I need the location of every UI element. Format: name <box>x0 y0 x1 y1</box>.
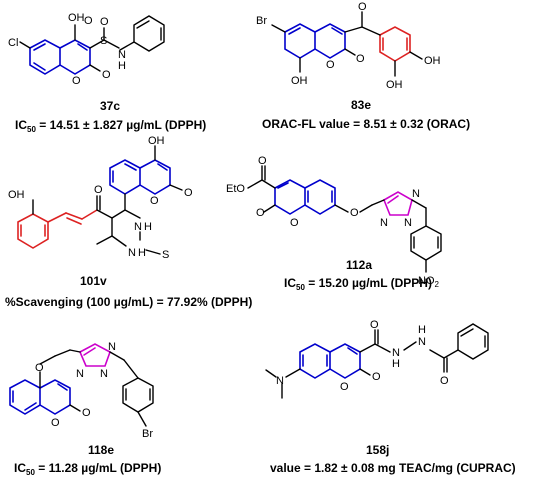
coumarin-core-101v <box>109 159 171 195</box>
compound-id-101v: 101v <box>80 274 107 288</box>
atom-label: O <box>84 15 93 27</box>
atom-label: O <box>440 375 449 387</box>
atom-label: H <box>138 247 146 259</box>
atom-label: H <box>118 60 126 72</box>
atom-label: H <box>392 358 400 370</box>
atom-label: N <box>418 336 426 348</box>
atom-label: N <box>100 368 108 380</box>
structure-101v: OH O OH O O N H N H S 101v %Scavenging (… <box>5 135 252 309</box>
atom-label: H <box>144 221 152 233</box>
catechol-ring-83e <box>379 26 411 62</box>
atom-label: S <box>100 35 107 47</box>
atom-label: NO2 <box>418 275 440 289</box>
phenol-ring-101v <box>17 209 98 249</box>
atom-label: OH <box>8 189 25 201</box>
atom-label: O <box>372 371 381 383</box>
atom-label: O <box>94 184 103 196</box>
atom-label: O <box>72 75 81 87</box>
atom-label: O <box>290 217 299 229</box>
compound-id-118e: 118e <box>88 443 114 457</box>
atom-label: O <box>258 155 267 167</box>
atom-label: O <box>150 195 159 207</box>
atom-label: N <box>118 49 126 61</box>
compound-id-83e: 83e <box>351 98 371 112</box>
atom-label: N <box>380 217 388 229</box>
structure-112a: O EtO O O O N N N NO2 112a IC50 = 15.20 … <box>226 155 442 292</box>
atom-label: Cl <box>8 37 18 49</box>
compound-id-158j: 158j <box>366 443 389 457</box>
atom-label: O <box>326 59 335 71</box>
caption-101v: %Scavenging (100 µg/mL) = 77.92% (DPPH) <box>5 295 252 309</box>
atom-label: N <box>412 188 420 200</box>
atom-label: O <box>356 53 365 65</box>
atom-label: OH <box>148 135 165 147</box>
caption-158j: value = 1.82 ± 0.08 mg TEAC/mg (CUPRAC) <box>270 461 516 475</box>
atom-label: O <box>358 1 367 13</box>
atom-label: O <box>82 407 91 419</box>
atom-label: O <box>100 16 109 28</box>
caption-112a: IC50 = 15.20 µg/mL (DPPH) <box>284 276 432 292</box>
atom-label: EtO <box>226 183 245 195</box>
coumarin-core-83e <box>284 23 346 59</box>
atom-label: N <box>276 375 284 387</box>
atom-label: OH <box>291 75 308 87</box>
atom-label: O <box>35 362 44 374</box>
triazole-ring-118e <box>78 343 111 367</box>
atom-label: N <box>134 221 142 233</box>
atom-label: N <box>76 368 84 380</box>
compound-id-112a: 112a <box>346 258 372 272</box>
caption-118e: IC50 = 11.28 µg/mL (DPPH) <box>14 461 161 477</box>
atom-label: Br <box>142 428 153 440</box>
atom-label: O <box>51 417 60 429</box>
atom-label: H <box>418 324 426 336</box>
atom-label: O <box>350 207 359 219</box>
atom-label: N <box>128 247 136 259</box>
atom-label: O <box>340 381 349 393</box>
structure-158j: N O O O N H N H O 158j value = 1.82 ± 0.… <box>265 319 516 475</box>
atom-label: O <box>184 187 193 199</box>
coumarin-core-37c <box>29 39 91 75</box>
coumarin-core-118e <box>9 379 71 415</box>
atom-label: O <box>256 207 265 219</box>
atom-label: OH <box>386 79 403 91</box>
atom-label: N <box>392 347 400 359</box>
atom-label: N <box>108 341 116 353</box>
atom-label: O <box>102 69 111 81</box>
structure-83e: Br O OH OH OH O O 83e ORAC-FL value = 8.… <box>256 1 470 131</box>
structure-118e: O N N N O O Br 118e IC50 = 11.28 µg/mL (… <box>9 341 161 477</box>
compound-id-37c: 37c <box>100 99 120 113</box>
triazole-ring-112a <box>382 191 413 216</box>
atom-label: OH <box>68 12 85 24</box>
coumarin-core-158j <box>299 343 361 379</box>
structure-37c: Cl OH S O O N H O O 37c IC50 = 14.51 ± 1… <box>8 12 206 134</box>
atom-label: S <box>162 249 169 261</box>
atom-label: N <box>404 217 412 229</box>
caption-83e: ORAC-FL value = 8.51 ± 0.32 (ORAC) <box>262 117 470 131</box>
caption-37c: IC50 = 14.51 ± 1.827 µg/mL (DPPH) <box>15 118 206 134</box>
atom-label: O <box>370 319 379 331</box>
coumarin-core-112a <box>274 179 336 215</box>
atom-label: OH <box>424 55 441 67</box>
atom-label: Br <box>256 15 267 27</box>
